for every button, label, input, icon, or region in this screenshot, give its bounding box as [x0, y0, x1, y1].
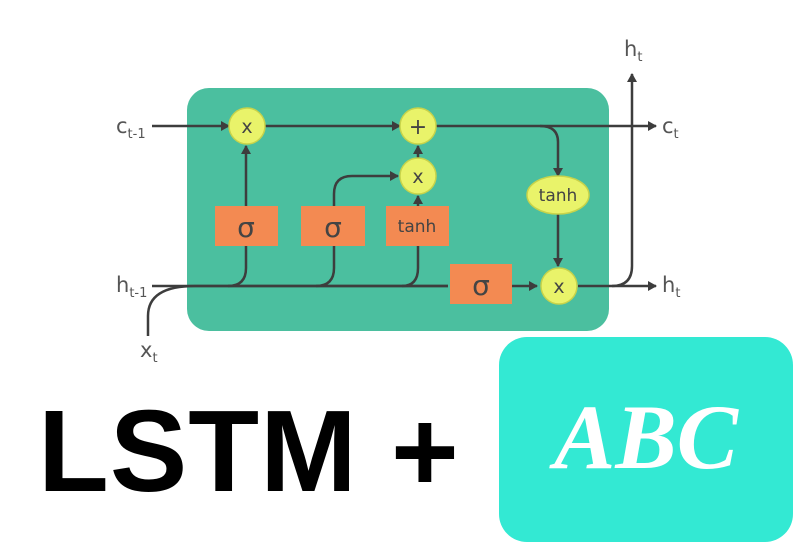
candidate-feed	[401, 246, 420, 288]
output-tanh-node: tanh	[526, 175, 590, 215]
candidate-symbol: tanh	[398, 217, 437, 237]
page-title: LSTM +	[38, 386, 460, 516]
x-input-label: xt	[140, 338, 158, 366]
forget-gate-symbol: σ	[237, 211, 255, 244]
h-out-label: ht	[662, 273, 680, 301]
h-up-line	[611, 73, 637, 288]
input-multiply-symbol: x	[412, 166, 423, 188]
output-gate-layer: σ	[450, 264, 512, 304]
h-prev-label: ht-1	[116, 273, 147, 301]
abc-badge: ABC	[499, 337, 793, 542]
cell-to-tanh-line	[539, 124, 563, 177]
c-out-label: ct	[662, 114, 679, 142]
input-multiply-node: x	[399, 157, 437, 195]
output-multiply-symbol: x	[553, 276, 564, 298]
abc-badge-text: ABC	[553, 385, 739, 488]
output-tanh-symbol: tanh	[539, 186, 578, 206]
cell-add-symbol: +	[409, 115, 427, 140]
forget-multiply-symbol: x	[241, 116, 252, 138]
input-gate-feed	[315, 246, 336, 288]
c-prev-label: ct-1	[116, 114, 146, 142]
input-gate-layer: σ	[301, 206, 365, 246]
forget-multiply-node: x	[228, 107, 266, 145]
input-gate-symbol: σ	[324, 211, 342, 244]
candidate-layer: tanh	[386, 206, 449, 246]
output-gate-symbol: σ	[472, 269, 490, 302]
input-gate-out	[332, 171, 399, 206]
forget-gate-layer: σ	[215, 206, 278, 246]
output-multiply-node: x	[540, 267, 578, 305]
h-top-label: ht	[624, 37, 642, 65]
forget-gate-feed	[227, 246, 248, 288]
cell-add-node: +	[399, 107, 437, 145]
